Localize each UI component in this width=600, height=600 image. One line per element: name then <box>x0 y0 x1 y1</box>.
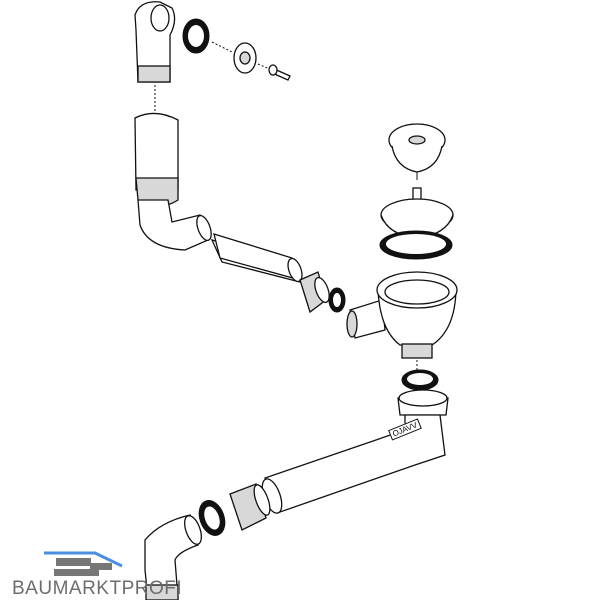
overflow-rosette <box>233 42 257 74</box>
strainer-plug <box>380 187 454 239</box>
overflow-nut <box>299 271 330 314</box>
trap-body-pipe <box>261 389 449 514</box>
overflow-hose <box>134 112 212 251</box>
watermark-logo <box>44 551 123 576</box>
watermark-text: BAUMARKTPROFI <box>12 578 183 599</box>
overflow-head <box>134 1 176 83</box>
trap-nut <box>229 483 271 531</box>
trap-gasket <box>401 369 439 391</box>
overflow-pipe <box>210 233 303 283</box>
drain-body <box>346 271 458 359</box>
strainer-basket <box>388 123 446 180</box>
overflow-connector-ring <box>328 287 346 313</box>
outlet-elbow <box>144 514 202 600</box>
overflow-gasket <box>182 18 210 54</box>
strainer-gasket <box>379 230 453 260</box>
overflow-screw <box>257 63 291 81</box>
trap-ring <box>198 500 226 536</box>
